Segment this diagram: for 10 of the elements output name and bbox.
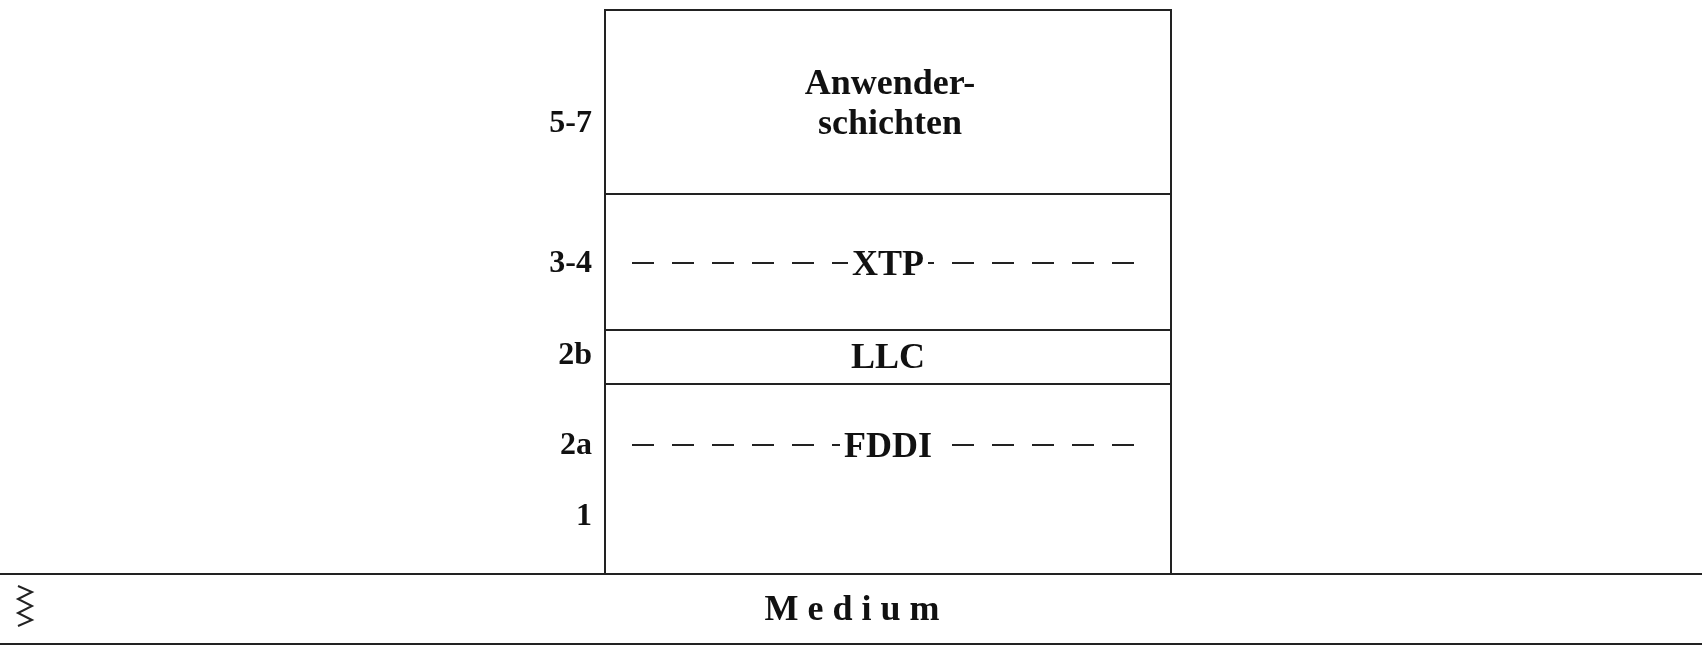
layer-number: 5-7 — [549, 103, 592, 139]
medium-band — [0, 573, 1702, 645]
layer-box — [604, 383, 1172, 575]
layer-box — [604, 329, 1172, 385]
layer-number: 2b — [558, 335, 592, 371]
layer-box — [604, 193, 1172, 331]
layer-number: 3-4 — [549, 243, 592, 279]
layer-number: 1 — [576, 496, 592, 532]
layer-number: 2a — [560, 425, 592, 461]
layer-box — [604, 9, 1172, 195]
